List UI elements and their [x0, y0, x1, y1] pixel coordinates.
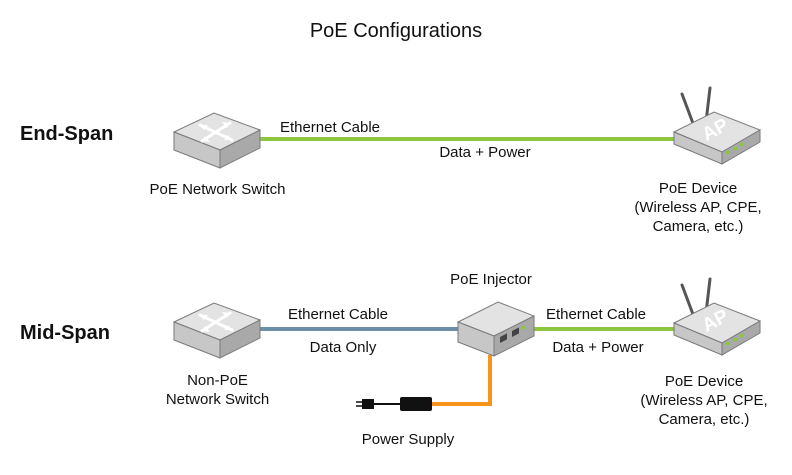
- end-span-device-label: PoE Device (Wireless AP, CPE, Camera, et…: [634, 180, 762, 235]
- end-span-cable-sub-label: Data + Power: [439, 144, 531, 161]
- end-span-label: End-Span: [20, 123, 114, 145]
- poe-switch-icon: [172, 111, 262, 170]
- mid-span-cable1-sub-label: Data Only: [309, 339, 377, 356]
- non-poe-switch-label: Non-PoE Network Switch: [165, 372, 270, 408]
- poe-switch-label: PoE Network Switch: [149, 181, 286, 198]
- mid-span-device-label: PoE Device (Wireless AP, CPE, Camera, et…: [640, 373, 768, 428]
- access-point-icon: [672, 277, 762, 357]
- injector-label: PoE Injector: [450, 271, 532, 288]
- mid-span-cable2-label: Ethernet Cable: [545, 306, 647, 323]
- mid-span-cable1-label: Ethernet Cable: [287, 306, 389, 323]
- power-supply-icon: [356, 397, 432, 411]
- end-span-cable-label: Ethernet Cable: [279, 119, 381, 136]
- non-poe-switch-icon: [172, 301, 262, 360]
- power-supply-label: Power Supply: [361, 431, 455, 448]
- mid-span-cable2-sub-label: Data + Power: [552, 339, 644, 356]
- access-point-icon: [672, 86, 762, 166]
- mid-span-label: Mid-Span: [20, 322, 110, 344]
- power-cable: [432, 355, 492, 406]
- page-title: PoE Configurations: [309, 20, 483, 42]
- poe-injector-icon: [456, 301, 536, 357]
